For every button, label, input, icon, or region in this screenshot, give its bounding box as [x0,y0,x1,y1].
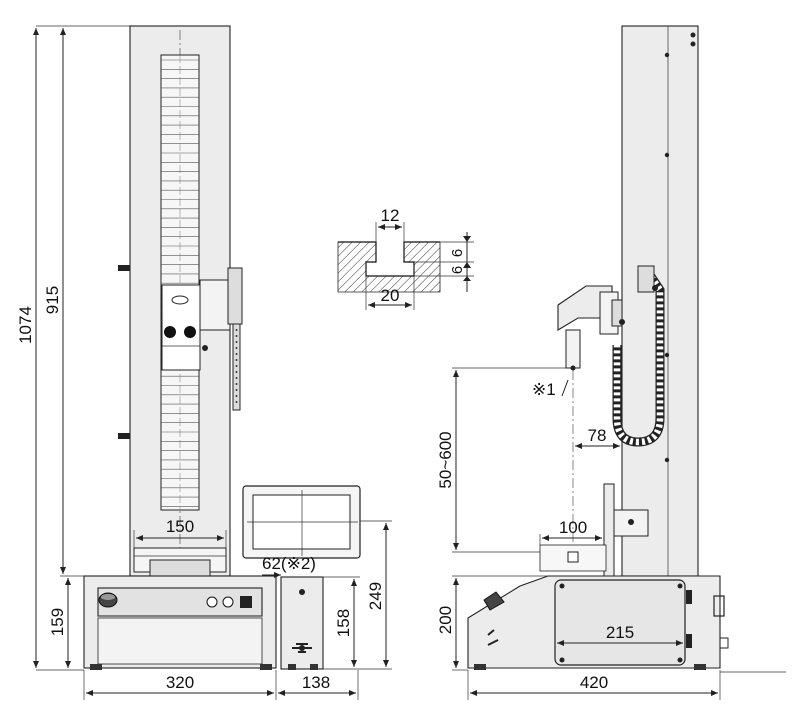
dim-table-width: 100 [559,518,587,537]
dim-slot-bottom-width: 20 [381,286,400,305]
dim-slot-depth: 6 [449,249,466,257]
dim-controller-width: 138 [302,673,330,692]
crosshead-knob-left [164,326,176,338]
note-marker: ※1 [532,380,556,399]
side-view: ※1 50~600 78 100 200 215 420 [436,25,786,700]
control-button-icon [206,596,218,608]
dim-stroke-height: 915 [43,286,62,314]
slot-detail: 12 20 6 6 [337,206,474,310]
dim-slot-depth-2: 6 [449,266,466,274]
front-view: 1074 915 159 150 62(※2) 320 138 158 249 [16,25,392,700]
dim-base-depth: 215 [606,623,634,642]
crosshead-knob-right [184,326,196,338]
dim-column-width: 150 [166,517,194,536]
dim-slot-width: 12 [381,206,400,225]
control-button-icon [222,596,234,608]
dim-overall-depth: 420 [580,673,608,692]
side-probe [565,329,581,369]
dim-overall-height: 1074 [16,306,35,344]
dim-base-height: 159 [48,608,67,636]
dim-table-distance: 50~600 [436,431,455,488]
dim-display-height: 249 [366,582,385,610]
dim-offset-note: 62(※2) [262,554,316,573]
control-switch-icon [240,596,252,608]
dim-side-base-height: 200 [436,606,455,634]
dim-controller-height: 158 [334,609,353,637]
dim-base-width: 320 [166,673,194,692]
dim-throat: 78 [588,426,607,445]
